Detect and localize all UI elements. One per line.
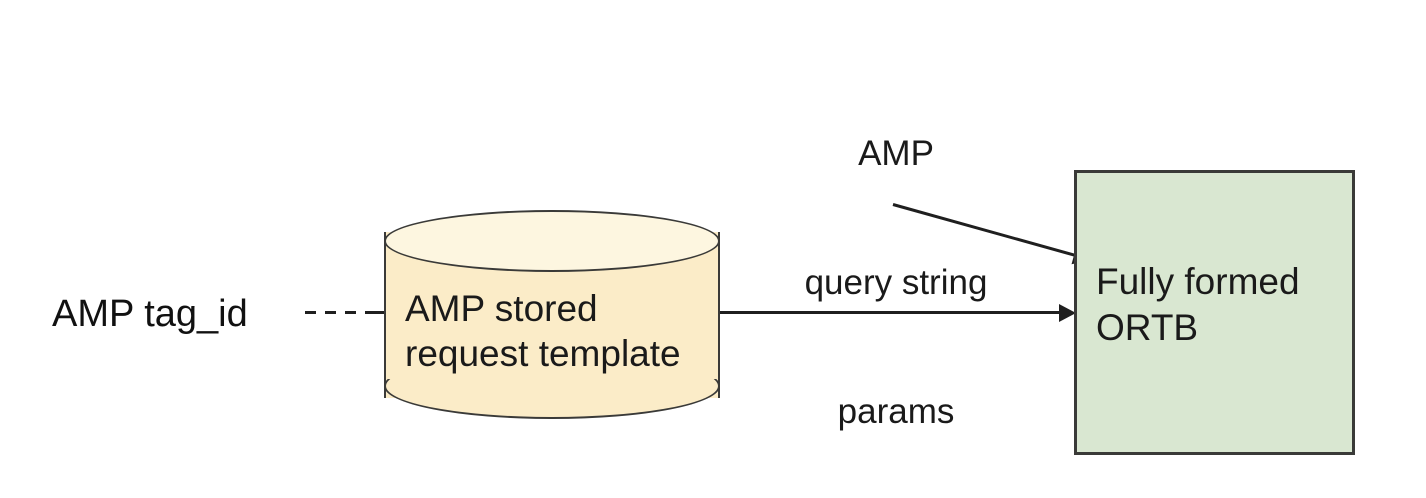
cylinder-text-line-1: AMP stored: [405, 288, 598, 329]
edge-stored-request-to-ortb: [720, 311, 1060, 314]
node-amp-tag-id-label: AMP tag_id: [52, 293, 248, 335]
cylinder-left-connector-tick: [376, 311, 388, 314]
ortb-text-line-2: ORTB: [1096, 307, 1199, 348]
cylinder-text-line-2: request template: [405, 333, 681, 374]
node-amp-stored-request-template: AMP stored request template: [384, 210, 720, 420]
node-fully-formed-ortb: Fully formed ORTB: [1074, 170, 1355, 455]
query-params-line-2: query string: [804, 263, 988, 302]
ortb-box-text: Fully formed ORTB: [1096, 259, 1346, 351]
node-amp-query-string-params-label: AMP query string params: [790, 46, 1002, 498]
query-params-line-3: params: [837, 392, 955, 431]
query-params-line-1: AMP: [858, 134, 934, 173]
ortb-text-line-1: Fully formed: [1096, 261, 1300, 302]
cylinder-text: AMP stored request template: [405, 286, 705, 376]
cylinder-top-ellipse: [384, 210, 720, 272]
edge-tag-id-to-stored-request: [305, 311, 387, 314]
